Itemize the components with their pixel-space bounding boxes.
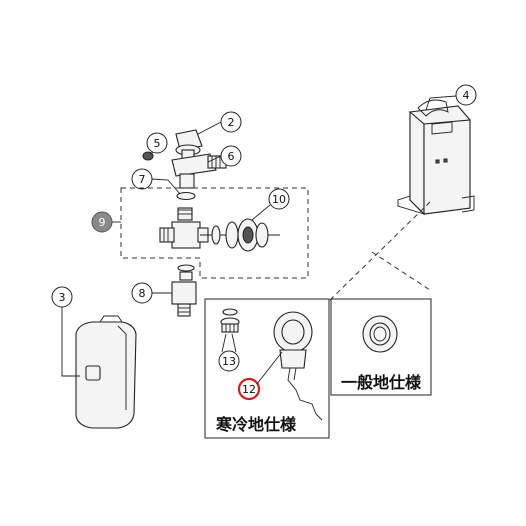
general-spec-caption: 一般地仕様 [341, 373, 422, 392]
callout-5 [146, 132, 168, 154]
callout-8-label: 8 [139, 287, 146, 300]
callout-2-leader [197, 121, 222, 135]
callout-3-label: 3 [59, 291, 66, 304]
cold-spec-parts [220, 308, 323, 421]
callout-5-leader [149, 151, 154, 155]
callout-4-leader [425, 95, 457, 111]
callout-10 [268, 188, 290, 210]
callout-4-label: 4 [463, 89, 470, 102]
callout-13-label: 13 [222, 355, 236, 368]
guide-line-box-to-general [371, 251, 431, 291]
part-9-tee-fitting [159, 207, 209, 249]
part-3-cover [75, 315, 137, 429]
callout-10-label: 10 [272, 193, 286, 206]
part-8-union-fitting [171, 264, 197, 317]
callout-13 [218, 350, 240, 372]
cold-spec-caption: 寒冷地仕様 [215, 415, 297, 434]
guide-line-box-to-cold [329, 201, 431, 301]
callout-7-leader [151, 178, 181, 195]
callout-10-leader [251, 204, 271, 221]
part-4-mounting-box [397, 99, 475, 216]
callout-9-label: 9 [99, 216, 106, 229]
callout-2-label: 2 [228, 116, 235, 129]
callout-12-label: 12 [242, 383, 256, 396]
callout-4 [455, 84, 477, 106]
part-10-check-valve [200, 218, 280, 252]
callout-12-leader [256, 351, 283, 385]
callout-3-leader [61, 307, 80, 377]
callout-12 [237, 377, 261, 401]
general-spec-ring [362, 315, 398, 353]
callout-6-leader [207, 155, 222, 163]
callout-7-label: 7 [139, 173, 146, 186]
callout-5-label: 5 [154, 137, 161, 150]
callout-13-leader [221, 333, 237, 353]
callout-6-label: 6 [228, 150, 235, 163]
